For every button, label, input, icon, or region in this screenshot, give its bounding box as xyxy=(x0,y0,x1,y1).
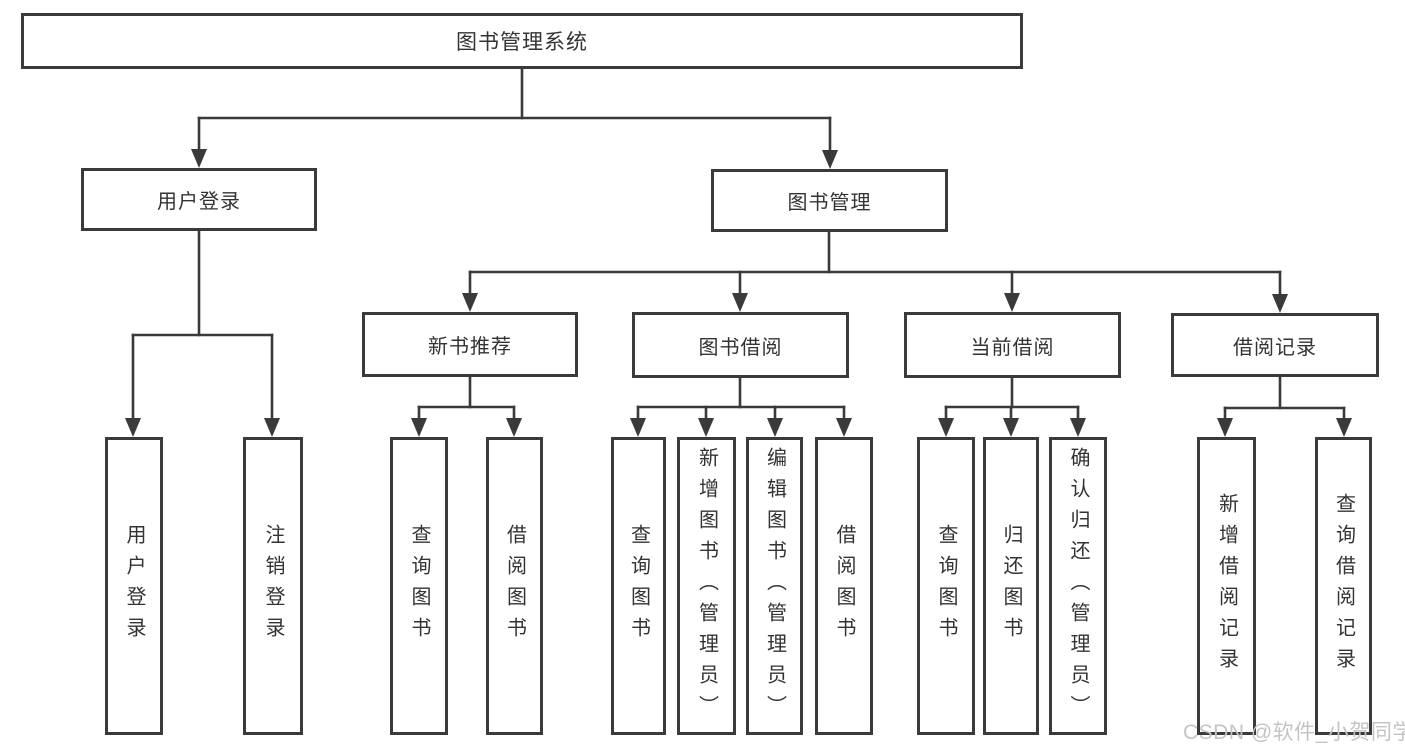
node-book-borrowing: 图书借阅 xyxy=(632,312,849,378)
node-label: 确认归还（管理员） xyxy=(1067,446,1089,726)
node-label: 查询借阅记录 xyxy=(1332,493,1355,679)
node-label: 新增图书（管理员） xyxy=(695,446,718,726)
node-confirm-return-admin: 确认归还（管理员） xyxy=(1049,437,1107,735)
node-add-borrow-record: 新增借阅记录 xyxy=(1197,437,1256,735)
node-borrow-books-recommend: 借阅图书 xyxy=(486,437,543,735)
node-label: 新增借阅记录 xyxy=(1215,493,1238,679)
node-return-books: 归还图书 xyxy=(983,437,1039,735)
node-borrowing-records: 借阅记录 xyxy=(1171,313,1379,377)
node-label: 当前借阅 xyxy=(970,336,1055,359)
node-user-login-group: 用户登录 xyxy=(81,168,317,231)
node-edit-books-admin: 编辑图书（管理员） xyxy=(746,437,803,735)
node-label: 归还图书 xyxy=(1000,524,1022,648)
node-label: 注销登录 xyxy=(262,524,284,648)
node-logout: 注销登录 xyxy=(243,437,303,735)
node-label: 查询图书 xyxy=(935,524,957,648)
node-query-borrow-record: 查询借阅记录 xyxy=(1315,437,1372,735)
node-label: 新书推荐 xyxy=(428,336,512,358)
node-add-books-admin: 新增图书（管理员） xyxy=(677,437,736,735)
node-book-management: 图书管理 xyxy=(711,169,948,232)
node-label: 图书借阅 xyxy=(698,336,783,359)
node-label: 借阅图书 xyxy=(833,524,855,648)
node-label: 借阅记录 xyxy=(1233,336,1317,359)
node-query-books-current: 查询图书 xyxy=(917,437,975,735)
node-query-books-recommend: 查询图书 xyxy=(390,437,448,735)
node-label: 图书管理系统 xyxy=(456,31,588,54)
node-query-books-borrow: 查询图书 xyxy=(611,437,666,735)
node-borrow-books: 借阅图书 xyxy=(815,437,873,735)
node-label: 借阅图书 xyxy=(503,524,526,648)
watermark: CSDN @软件_小贺同学 xyxy=(1183,721,1405,744)
node-label: 用户登录 xyxy=(157,191,241,213)
node-label: 编辑图书（管理员） xyxy=(763,446,786,726)
node-label: 查询图书 xyxy=(408,524,430,648)
node-user-login: 用户登录 xyxy=(105,437,163,735)
node-label: 用户登录 xyxy=(123,524,145,648)
node-library-system: 图书管理系统 xyxy=(21,13,1023,69)
node-label: 查询图书 xyxy=(627,524,650,648)
node-label: 图书管理 xyxy=(787,192,872,214)
node-new-book-recommendation: 新书推荐 xyxy=(362,312,578,377)
node-current-borrowing: 当前借阅 xyxy=(904,312,1121,378)
